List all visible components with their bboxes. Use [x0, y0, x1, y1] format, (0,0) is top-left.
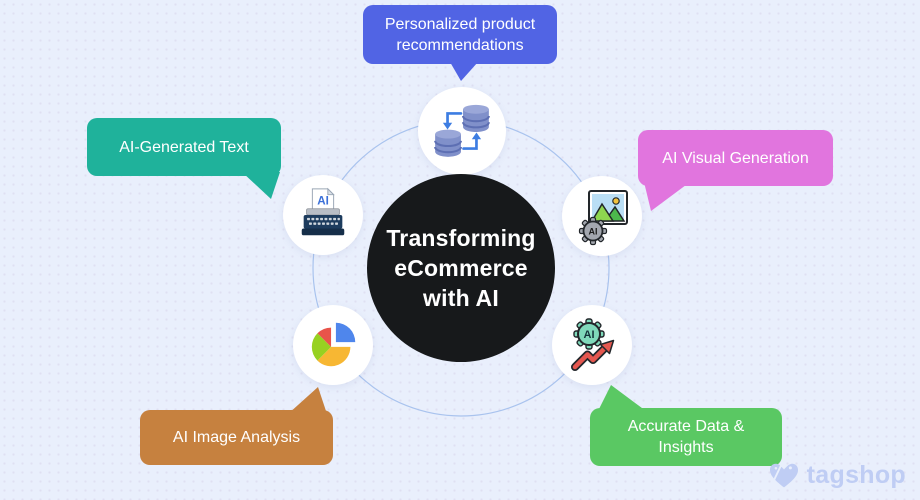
tagshop-heart-tags-icon: [769, 462, 798, 488]
title-line-1: Transforming: [386, 225, 536, 251]
callout-ai-visual-generation: AI Visual Generation: [638, 130, 833, 186]
paper-ai-label: AI: [317, 194, 329, 207]
ai-typewriter-icon: AI: [301, 187, 345, 236]
callout-personalized-recommendations: Personalized product recommendations: [363, 5, 557, 64]
pie-chart-icon: [311, 322, 356, 367]
callout-label: Personalized product recommendations: [384, 15, 536, 54]
node-image-analysis: [293, 305, 373, 385]
callout-accurate-data-insights: Accurate Data & Insights: [590, 408, 782, 466]
database-sync-icon: [434, 104, 490, 157]
tagshop-watermark: tagshop: [767, 460, 906, 491]
callout-tail-top: [450, 62, 478, 81]
node-ai-text: AI: [283, 175, 363, 255]
callout-label: AI-Generated Text: [119, 138, 249, 156]
node-database-sync: [418, 87, 506, 175]
callout-ai-generated-text: AI-Generated Text: [87, 118, 281, 176]
central-title-circle: Transforming eCommerce with AI: [367, 174, 555, 362]
node-data-insights: AI: [552, 305, 632, 385]
callout-tail-left: [242, 172, 280, 199]
image-gear-ai-label: AI: [589, 227, 598, 237]
callout-label: AI Visual Generation: [662, 149, 809, 167]
title-line-3: with AI: [423, 285, 499, 311]
tagshop-wordmark: tagshop: [806, 461, 906, 489]
callout-label: Accurate Data & Insights: [627, 418, 745, 456]
growth-gear-ai-label: AI: [584, 329, 595, 341]
callout-label: AI Image Analysis: [172, 429, 301, 446]
callout-tail-right: [644, 182, 690, 211]
title-line-2: eCommerce: [394, 255, 528, 281]
callout-ai-image-analysis: AI Image Analysis: [140, 410, 333, 465]
ai-data-growth-icon: AI: [571, 318, 615, 371]
ai-image-generation-icon: AI: [578, 190, 628, 246]
node-ai-visual: AI: [562, 176, 642, 256]
